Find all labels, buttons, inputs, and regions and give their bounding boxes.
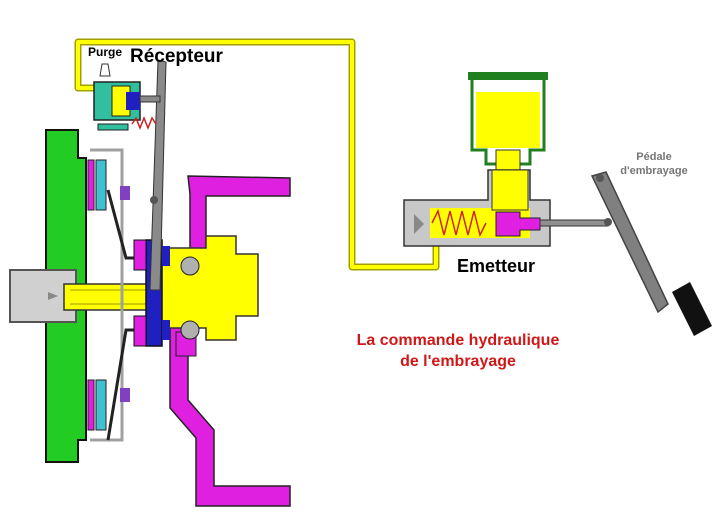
clutch-pedal-arm — [590, 171, 669, 314]
diagram-title-line2: de l'embrayage — [400, 353, 516, 370]
bearing-ball-bottom — [180, 320, 200, 340]
push-rod — [539, 219, 609, 227]
slave-return-spring — [131, 115, 157, 131]
hydraulic-pipe-fluid — [76, 40, 438, 269]
master-piston — [495, 211, 541, 237]
release-bearing-carrier — [159, 235, 259, 341]
reservoir-cap — [468, 72, 548, 80]
clutch-pedal-pad — [672, 282, 712, 336]
master-return-spring — [431, 208, 487, 238]
pressure-plate-cover — [90, 148, 124, 442]
pedale-label: Pédale d'embrayage — [604, 150, 704, 178]
bearing-ball-top — [180, 256, 200, 276]
diagram-title: La commande hydraulique de l'embrayage — [318, 330, 598, 372]
diagram-title-line1: La commande hydraulique — [356, 332, 560, 349]
purge-label: Purge — [88, 45, 123, 59]
gearbox-housing-lower — [169, 319, 291, 507]
emetteur-label: Emetteur — [457, 256, 536, 276]
gearbox-housing — [187, 175, 291, 257]
bleed-screw-icon — [99, 63, 111, 77]
crankshaft-tip — [48, 292, 58, 300]
pedale-label-line1: Pédale — [636, 151, 672, 163]
recepteur-label: Récepteur — [130, 46, 223, 67]
hydraulic-pipe — [74, 38, 440, 271]
crankshaft — [9, 269, 77, 323]
pedale-label-line2: d'embrayage — [620, 165, 688, 177]
reservoir-fluid — [476, 92, 540, 148]
diaphragm-spring-bottom — [106, 328, 136, 441]
fork-lever — [149, 59, 167, 291]
diaphragm-spring-top — [106, 189, 136, 260]
